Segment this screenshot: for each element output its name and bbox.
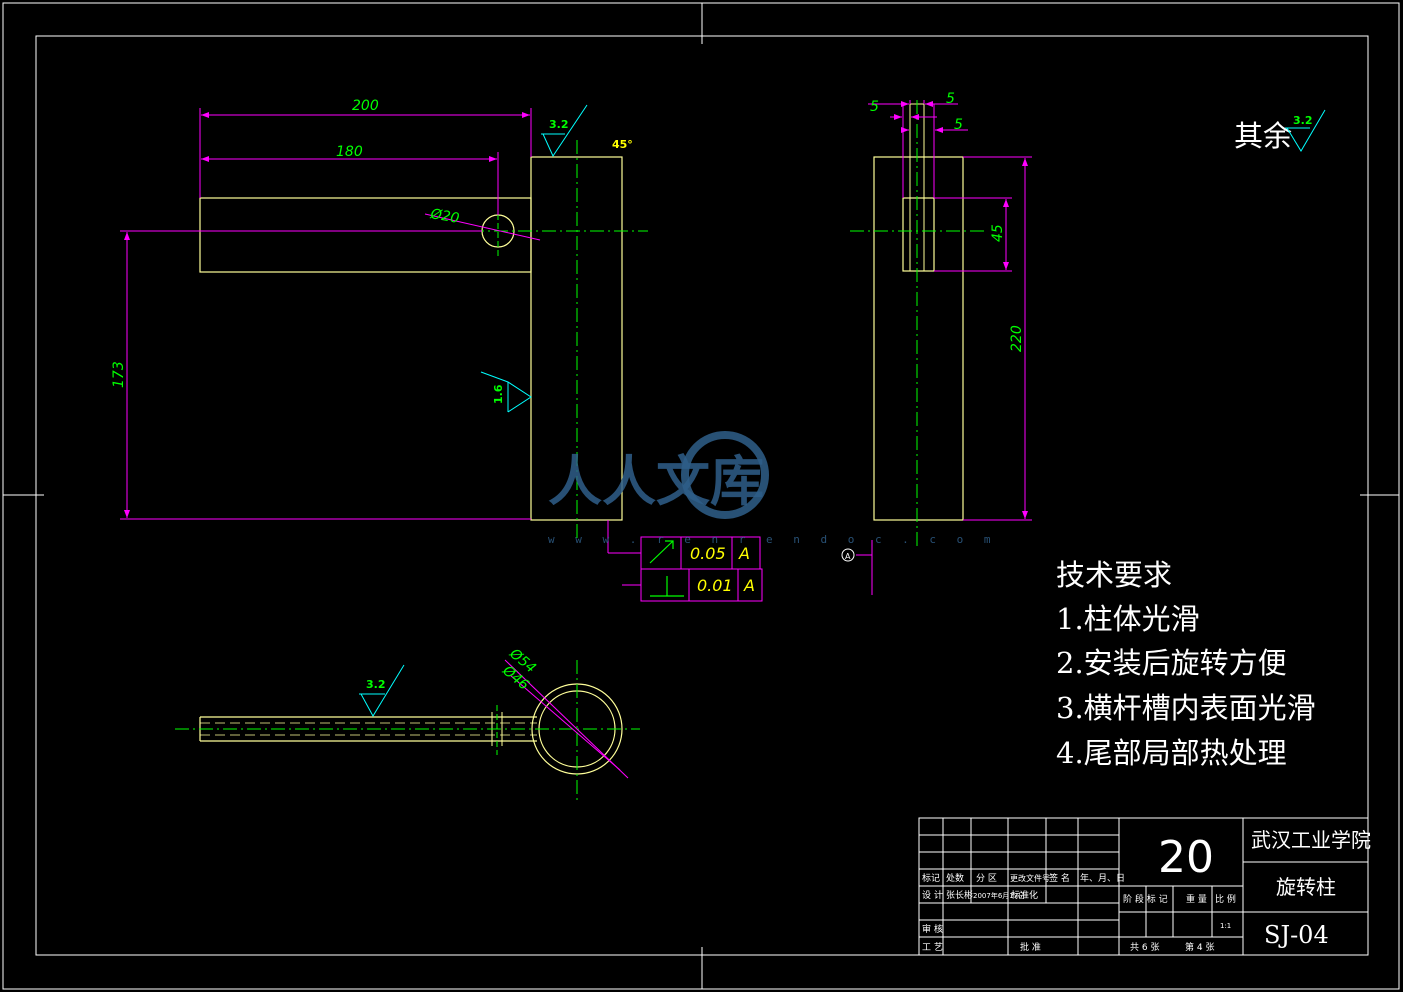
dim-180: 180 bbox=[336, 144, 363, 160]
front-dimensions bbox=[120, 108, 541, 520]
tb-scale: 1:1 bbox=[1220, 922, 1231, 930]
roughness-side-value: 1.6 bbox=[492, 384, 505, 404]
tolerance-frame bbox=[607, 520, 763, 602]
notes-item-1: 1.柱体光滑 bbox=[1056, 602, 1200, 636]
tb-sheet-total: 共 6 张 bbox=[1130, 942, 1159, 953]
tb-scale-label: 比 例 bbox=[1215, 893, 1236, 905]
side-dimensions bbox=[868, 100, 1032, 521]
tb-design-label: 设 计 bbox=[922, 889, 943, 901]
tb-drawing-no: SJ-04 bbox=[1264, 921, 1329, 949]
roughness-top-value: 3.2 bbox=[549, 118, 569, 131]
dim-5-right: 5 bbox=[954, 117, 963, 133]
roughness-rest-icon bbox=[1285, 109, 1326, 152]
roughness-symbol-side bbox=[480, 371, 532, 413]
roughness-plan-value: 3.2 bbox=[366, 678, 386, 691]
dim-45: 45 bbox=[990, 224, 1006, 242]
notes-title: 技术要求 bbox=[1056, 558, 1172, 592]
notes-item-2: 2.安装后旋转方便 bbox=[1056, 646, 1287, 680]
tolerance-runout-datum: A bbox=[738, 544, 750, 563]
chamfer-label: 45° bbox=[612, 138, 633, 151]
tb-stage: 阶 段 标 记 bbox=[1123, 893, 1168, 905]
datum-label: A bbox=[845, 552, 851, 561]
tb-header-count: 处数 bbox=[946, 872, 964, 884]
dim-5-right-top: 5 bbox=[946, 91, 955, 107]
tb-weight: 重 量 bbox=[1186, 893, 1207, 905]
tolerance-perp-datum: A bbox=[743, 576, 755, 595]
dim-220: 220 bbox=[1009, 325, 1025, 352]
tb-header-sign: 签 名 bbox=[1049, 872, 1070, 884]
tb-header-change: 更改文件号 bbox=[1010, 873, 1050, 883]
tb-process: 工 艺 bbox=[922, 942, 943, 953]
watermark-text: 人人文库 bbox=[548, 450, 764, 513]
side-view bbox=[841, 100, 985, 595]
watermark-url: w w w . r e n r e n d o c . c o m bbox=[548, 533, 998, 546]
tb-header-date: 年、月、日 bbox=[1080, 872, 1125, 884]
tb-header-zone: 分 区 bbox=[976, 873, 997, 884]
tb-designer: 张长彬 bbox=[946, 889, 973, 901]
dim-200: 200 bbox=[352, 98, 379, 114]
tb-school: 武汉工业学院 bbox=[1251, 828, 1371, 852]
tb-part-name: 旋转柱 bbox=[1276, 875, 1336, 899]
tb-standard: 标准化 bbox=[1011, 889, 1038, 901]
dim-5-left: 5 bbox=[870, 99, 879, 115]
tolerance-runout-value: 0.05 bbox=[690, 544, 726, 563]
tolerance-perp-value: 0.01 bbox=[697, 576, 733, 595]
notes-item-4: 4.尾部局部热处理 bbox=[1056, 736, 1287, 770]
tb-review: 审 核 bbox=[922, 923, 943, 935]
title-block bbox=[918, 817, 1369, 956]
tb-header-mark: 标记 bbox=[922, 872, 940, 884]
roughness-symbol-top bbox=[541, 104, 588, 158]
dim-dia20: Ø20 bbox=[428, 206, 460, 227]
plan-view bbox=[175, 659, 640, 800]
roughness-rest-label: 其余 bbox=[1234, 119, 1292, 153]
roughness-symbol-plan bbox=[359, 664, 405, 718]
notes-item-3: 3.横杆槽内表面光滑 bbox=[1056, 691, 1316, 725]
tb-quantity: 20 bbox=[1158, 832, 1214, 883]
tb-design-date: 2007年6月17日 bbox=[973, 891, 1025, 900]
tb-sheet-no: 第 4 张 bbox=[1185, 941, 1214, 953]
runout-symbol-icon bbox=[649, 540, 674, 564]
roughness-rest-value: 3.2 bbox=[1293, 114, 1313, 127]
dim-173: 173 bbox=[111, 361, 127, 388]
watermark: 人人文库 w w w . r e n r e n d o c . c o m bbox=[548, 431, 998, 546]
perpendicularity-symbol-icon bbox=[650, 576, 684, 597]
tb-approve: 批 准 bbox=[1020, 941, 1041, 953]
